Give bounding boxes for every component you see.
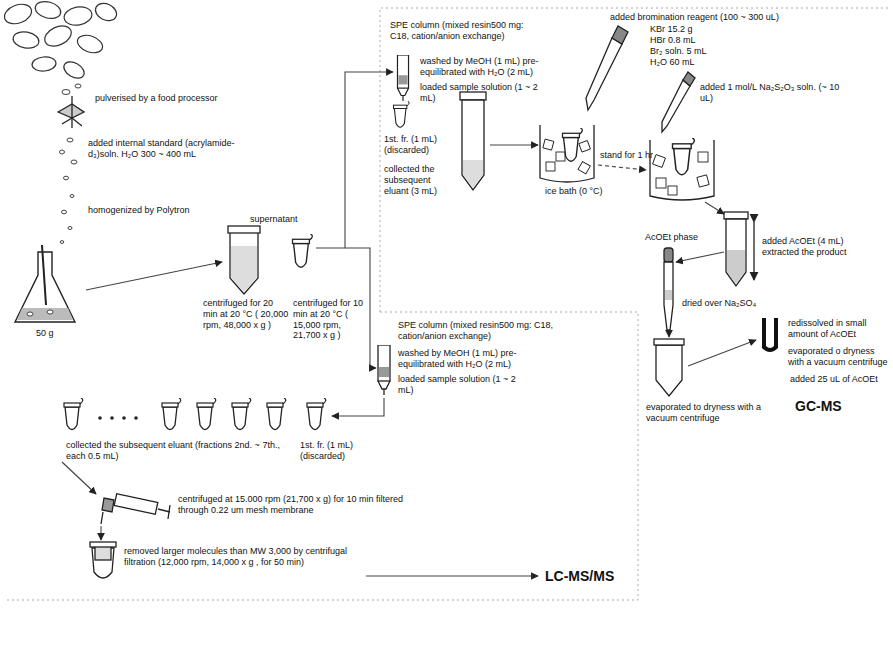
flow-arrow <box>62 72 756 576</box>
step-note: pulverised by a food processor <box>95 93 218 104</box>
step-note: evaporated o dryness with a vacuum centr… <box>788 346 888 368</box>
spe-column <box>397 55 408 101</box>
centrifugal-filter-tube <box>90 542 116 578</box>
step-note: redissolved in small amount of AcOEt <box>788 318 888 340</box>
ice-bath <box>540 125 714 200</box>
step-note: centrifuged for 20 min at 20 °C ( 20,000… <box>203 298 289 330</box>
step-note: Br₂ soln. 5 mL <box>650 46 707 57</box>
step-note: AcOEt phase <box>645 232 698 243</box>
fraction-tubes <box>64 398 326 430</box>
step-note: 1st. fr. (1 mL) (discarded) <box>300 440 364 462</box>
section-title: GC-MS <box>795 398 842 415</box>
section-title: LC-MS/MS <box>545 568 614 585</box>
step-note: centrifuged at 15.000 rpm (21,700 x g) f… <box>178 494 408 516</box>
erlenmeyer-flask <box>15 245 75 322</box>
step-note: H₂O 60 mL <box>650 57 695 68</box>
pasteur-pipette <box>664 248 673 330</box>
step-note: homogenized by Polytron <box>88 205 190 216</box>
step-note: HBr 0.8 mL <box>650 35 696 46</box>
step-note: added bromination reagent (100 ~ 300 uL) <box>610 12 779 23</box>
step-note: evaporated to dryness with a vacuum cent… <box>646 402 764 424</box>
step-note: ice bath (0 °C) <box>545 186 603 197</box>
step-note: 50 g <box>36 328 54 339</box>
step-note: added 25 uL of AcOEt <box>790 374 878 385</box>
syringe-filter <box>101 494 170 524</box>
pieces <box>60 84 82 243</box>
step-note: SPE column (mixed resin500 mg: C18, cati… <box>398 320 568 342</box>
step-note: collected the subsequent eluant (3 mL) <box>384 164 456 196</box>
step-note: removed larger molecules than MW 3,000 b… <box>124 546 354 568</box>
spe-column <box>378 345 390 395</box>
extraction-tube <box>724 212 754 286</box>
step-note: loaded sample solution (1 ~ 2 mL) <box>420 82 540 104</box>
step-note: SPE column (mixed resin500 mg: C18, cati… <box>390 20 530 42</box>
potato-chips <box>2 0 120 82</box>
step-note: collected the subsequent eluant (fractio… <box>66 440 286 462</box>
processor-blade <box>58 96 84 128</box>
centrifuge-tubes <box>228 226 312 294</box>
discard-tube <box>394 101 410 127</box>
step-note: stand for 1 hr <box>600 150 653 161</box>
gc-vial <box>762 318 778 352</box>
step-note: supernatant <box>250 214 298 225</box>
step-note: washed by MeOH (1 mL) pre-equilibrated w… <box>398 348 548 370</box>
step-note: centrifuged for 10 min at 20 °C ( 15,000… <box>293 298 365 341</box>
step-note: KBr 15.2 g <box>650 24 693 35</box>
step-note: washed by MeOH (1 mL) pre-equilibrated w… <box>420 56 570 78</box>
step-note: 1st. fr. (1 mL) (discarded) <box>384 134 446 156</box>
collection-tube <box>460 92 486 190</box>
step-note: dried over Na₂SO₄ <box>682 298 756 309</box>
step-note: loaded sample solution (1 ~ 2 mL) <box>398 374 528 396</box>
step-note: added internal standard (acrylamide-d₃)s… <box>88 138 258 160</box>
region-border <box>5 8 888 600</box>
step-note: added AcOEt (4 mL) extracted the product <box>762 236 882 258</box>
pipette <box>586 26 695 132</box>
sample-vial <box>654 339 684 396</box>
step-note: added 1 mol/L Na₂S₂O₃ soln. (~ 10 uL) <box>700 82 840 104</box>
